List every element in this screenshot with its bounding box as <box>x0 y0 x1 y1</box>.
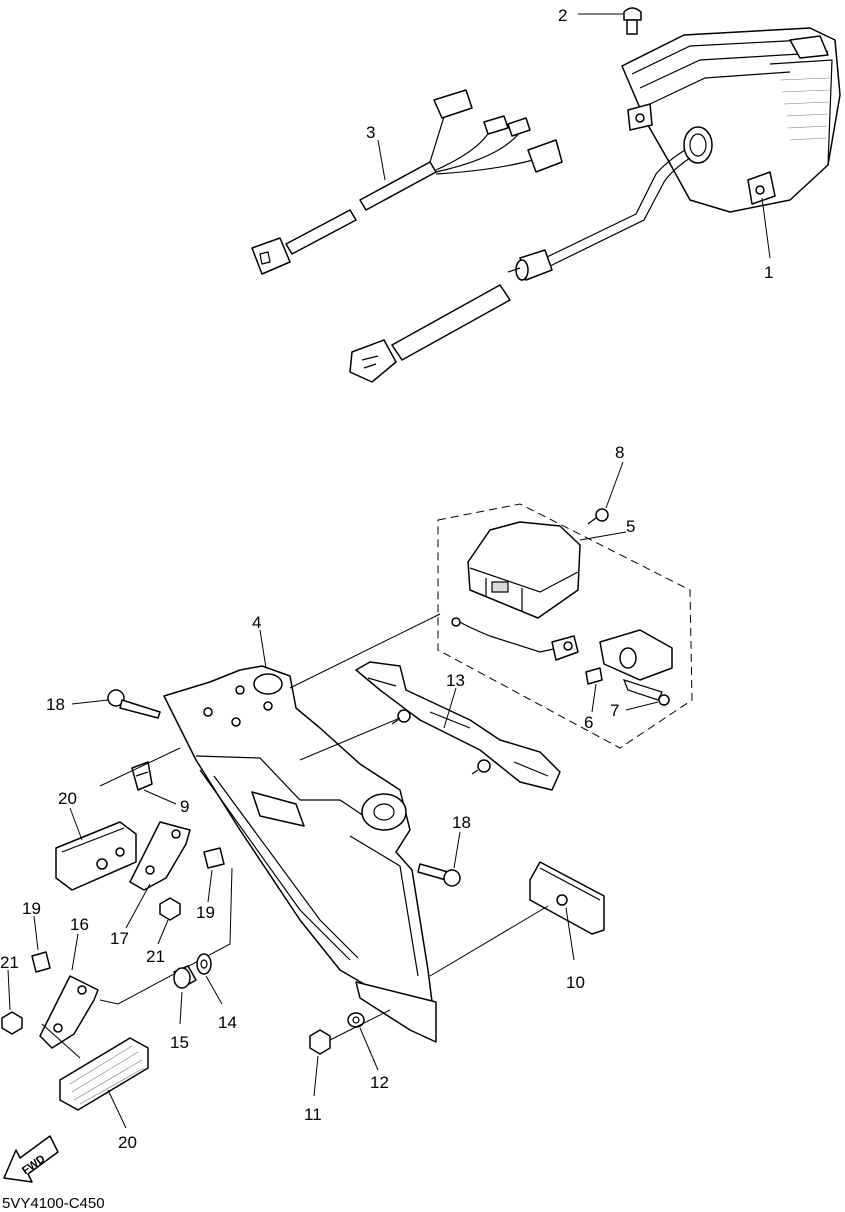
part-15-collar <box>173 965 197 989</box>
part-19-spacer-lower <box>31 951 51 973</box>
callout-18-left: 18 <box>46 695 65 714</box>
part-6-clip <box>585 667 603 685</box>
leader-fender-to-license-light <box>289 613 441 689</box>
leader-6 <box>591 683 597 713</box>
callout-21-upper: 21 <box>146 947 165 966</box>
part-17-reflector-bracket <box>129 821 191 891</box>
part-16-reflector-bracket <box>39 975 99 1049</box>
leader-4 <box>259 629 267 669</box>
diagram-code: 5VY4100-C450 <box>2 1195 105 1212</box>
callout-10: 10 <box>566 973 585 992</box>
license-light-assembly-boundary <box>437 503 693 749</box>
part-12-washer <box>347 1012 365 1028</box>
callout-19-upper: 19 <box>196 903 215 922</box>
leader-12 <box>359 1027 379 1071</box>
leader-21-lower <box>7 969 11 1011</box>
callout-17: 17 <box>110 929 129 948</box>
part-5-license-light-housing <box>467 521 581 619</box>
part-14-washer <box>196 953 212 975</box>
leader-15 <box>179 991 183 1025</box>
callout-20-upper: 20 <box>58 789 77 808</box>
leader-20-lower <box>107 1089 127 1129</box>
callout-4: 4 <box>252 613 261 632</box>
part-9-clip <box>131 761 153 791</box>
part-21-nut-upper <box>159 897 181 921</box>
leader-3 <box>377 139 386 181</box>
leader-17 <box>125 883 151 929</box>
leader-9 <box>143 789 177 805</box>
leader-nut-to-fender <box>329 1009 391 1041</box>
part-20-reflector-lower <box>59 1037 149 1111</box>
leader-11 <box>313 1055 319 1097</box>
leader-fender-to-bracket <box>299 717 401 761</box>
callout-13: 13 <box>446 671 465 690</box>
callout-5: 5 <box>626 517 635 536</box>
leader-5 <box>579 531 627 541</box>
callout-8: 8 <box>615 443 624 462</box>
leader-14 <box>205 975 223 1005</box>
callout-11: 11 <box>304 1105 322 1124</box>
part-13-bolt-upper <box>391 709 411 725</box>
leader-20-upper <box>69 807 83 841</box>
part-19-spacer-upper <box>203 847 225 869</box>
leader-19-lower <box>33 915 39 951</box>
part-10-reflector-right <box>529 861 605 935</box>
part-7-screw <box>658 694 670 706</box>
leader-16 <box>71 933 79 971</box>
callout-7: 7 <box>610 701 619 720</box>
callout-14: 14 <box>218 1013 237 1032</box>
fwd-arrow-icon: FWD <box>3 1135 59 1183</box>
part-5-bulb-socket <box>599 629 673 701</box>
callout-1: 1 <box>764 263 773 282</box>
leader-8 <box>605 461 624 509</box>
part-13-license-bracket <box>355 661 561 791</box>
callout-20-lower: 20 <box>118 1133 137 1152</box>
leader-7 <box>625 701 659 711</box>
callout-15: 15 <box>170 1033 189 1052</box>
leader-18-left <box>71 699 109 705</box>
leader-21-upper <box>157 919 169 945</box>
leader-lower-reflector-line <box>41 1023 81 1059</box>
part-18-bolt-right <box>417 863 461 887</box>
part-1-tail-light <box>349 27 841 383</box>
leader-1 <box>761 197 771 259</box>
callout-12: 12 <box>370 1073 389 1092</box>
leader-18-right <box>453 831 461 869</box>
callout-18-right: 18 <box>452 813 471 832</box>
part-4-rear-fender <box>163 665 437 1043</box>
leader-reflector-to-fender <box>99 747 181 787</box>
callout-16: 16 <box>70 915 89 934</box>
leader-10 <box>565 907 575 961</box>
part-13-bolt-lower <box>471 759 491 775</box>
callout-2: 2 <box>558 6 567 25</box>
part-18-bolt-left <box>107 689 161 719</box>
part-21-nut-lower <box>1 1011 23 1035</box>
callout-21-lower: 21 <box>0 953 19 972</box>
part-2-screw <box>623 7 642 35</box>
callout-19-lower: 19 <box>22 899 41 918</box>
callout-3: 3 <box>366 123 375 142</box>
callout-6: 6 <box>584 713 593 732</box>
part-11-nut <box>309 1029 331 1055</box>
callout-9: 9 <box>180 797 189 816</box>
part-20-reflector-upper <box>55 821 137 891</box>
part-5-socket-wiring <box>451 617 579 661</box>
leader-19-upper <box>207 869 213 903</box>
part-8-screw <box>587 508 609 525</box>
leader-reflector-right-to-fender <box>429 905 549 977</box>
part-3-wiring-harness <box>251 89 563 275</box>
leader-13 <box>443 687 457 729</box>
